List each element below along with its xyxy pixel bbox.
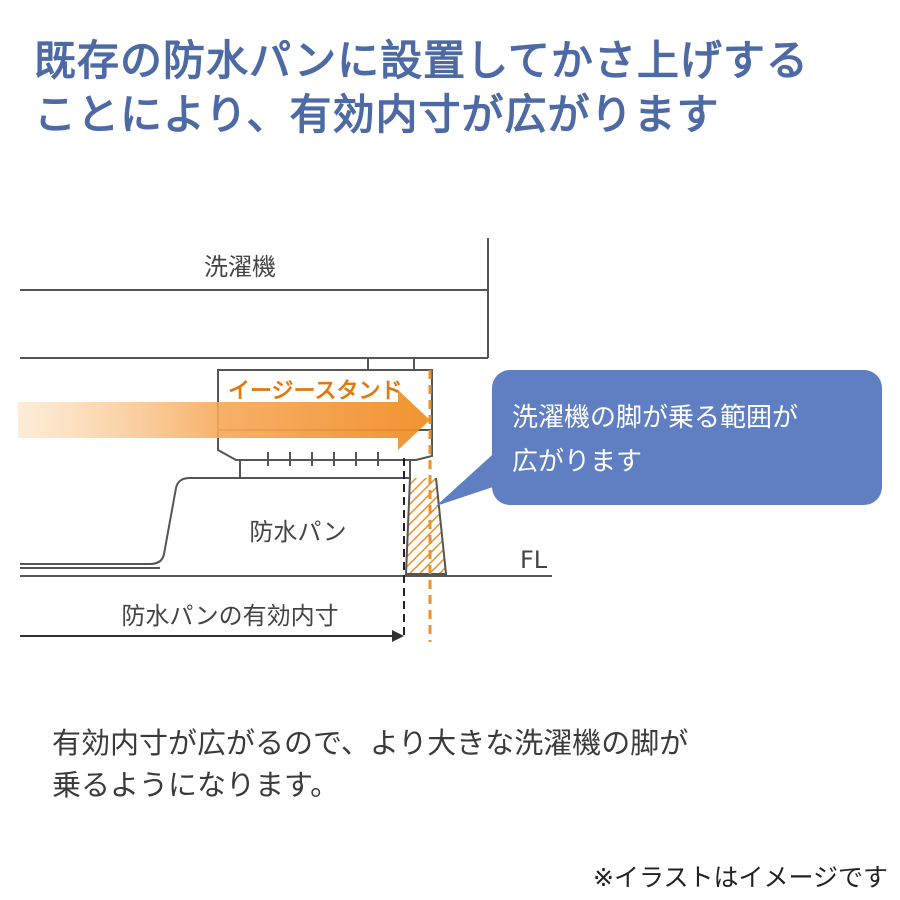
image-note: ※イラストはイメージです [593,863,888,892]
callout-line-2: 広がります [512,447,643,477]
callout-pointer [436,446,508,506]
washer-label: 洗濯機 [204,253,276,281]
stand-label: イージースタンド [228,379,402,404]
washer: 洗濯機 [20,238,489,373]
body-text: 有効内寸が広がるので、より大きな洗濯機の脚が 乗るようになります。 [52,722,872,806]
body-line-1: 有効内寸が広がるので、より大きな洗濯機の脚が [52,726,689,760]
body-line-2: 乗るようになります。 [52,768,340,802]
callout-line-1: 洗濯機の脚が乗る範囲が [512,403,799,433]
diagram: 洗濯機 防水パン FL [0,220,900,660]
floor-line: FL [20,546,552,577]
callout-box: 洗濯機の脚が乗る範囲が 広がります [492,370,882,505]
diagram-svg: 洗濯機 防水パン FL [18,238,552,642]
headline: 既存の防水パンに設置してかさ上げする ことにより、有効内寸が広がります [34,34,884,142]
inner-dim-label: 防水パンの有効内寸 [121,602,338,630]
headline-line-1: 既存の防水パンに設置してかさ上げする [34,36,809,85]
floor-label: FL [520,546,548,574]
orange-arrow: イージースタンド [18,379,430,450]
headline-line-2: ことにより、有効内寸が広がります [34,90,720,139]
waterproof-pan: 防水パン [20,477,448,575]
inner-dim-arrow: 防水パンの有効内寸 [20,602,404,642]
pan-label: 防水パン [249,518,346,546]
